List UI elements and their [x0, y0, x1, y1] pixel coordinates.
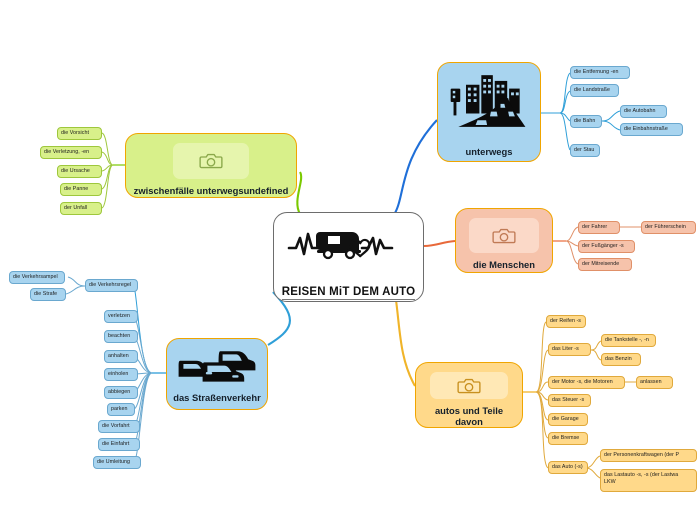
leaf-label: der Stau — [574, 147, 595, 154]
leaf-die-einbahnstrasse[interactable]: die Einbahnstraße — [620, 123, 683, 136]
leaf-label: die Autobahn — [624, 108, 656, 115]
leaf-die-vorfahrt[interactable]: die Vorfahrt — [98, 420, 140, 433]
leaf-label: der Personenkraftwagen (der P — [604, 452, 680, 459]
leaf-label: der Fußgänger -s — [582, 243, 624, 250]
leaf-die-tankstelle[interactable]: die Tankstelle -, -n — [601, 334, 656, 347]
leaf-label: verletzen — [108, 313, 130, 320]
city-road-icon — [443, 69, 535, 140]
leaf-das-liter[interactable]: das Liter -s — [548, 343, 591, 356]
leaf-der-unfall[interactable]: der Unfall — [60, 202, 102, 215]
leaf-label: das Benzin — [605, 356, 632, 363]
leaf-die-landstrasse[interactable]: die Landstraße — [570, 84, 619, 97]
leaf-die-ursache[interactable]: die Ursache — [57, 165, 102, 178]
leaf-label: abbiegen — [108, 389, 131, 396]
leaf-label: anlassen — [640, 379, 662, 386]
leaf-label: die Bahn — [574, 118, 596, 125]
camera-icon — [430, 372, 508, 400]
leaf-das-benzin[interactable]: das Benzin — [601, 353, 641, 366]
leaf-die-verkehrsregel[interactable]: die Verkehrsregel — [85, 279, 138, 292]
leaf-label: die Landstraße — [574, 87, 611, 94]
topic-node-autos[interactable]: autos und Teile davon — [415, 362, 523, 428]
traffic-cars-icon — [177, 344, 257, 389]
leaf-die-verletzung[interactable]: die Verletzung, -en — [40, 146, 102, 159]
leaf-abbiegen[interactable]: abbiegen — [104, 386, 138, 399]
leaf-parken[interactable]: parken — [107, 403, 135, 416]
camera-icon — [173, 143, 249, 179]
leaf-die-garage[interactable]: die Garage — [548, 413, 588, 426]
leaf-label: die Panne — [64, 186, 89, 193]
topic-label-menschen: die Menschen — [473, 259, 535, 270]
leaf-label: die Einbahnstraße — [624, 126, 668, 133]
leaf-label: die Bremse — [552, 435, 580, 442]
leaf-label: die Entfernung -en — [574, 69, 619, 76]
leaf-der-stau[interactable]: der Stau — [570, 144, 600, 157]
leaf-das-lastauto[interactable]: das Lastauto -s, -s (der Lastwa LKW — [600, 469, 697, 492]
topic-label-zwischenfaelle: zwischenfälle unterwegsundefined — [133, 185, 289, 196]
topic-node-zwischenfaelle[interactable]: zwischenfälle unterwegsundefined — [125, 133, 297, 198]
leaf-der-mitreisende[interactable]: der Mitreisende — [578, 258, 632, 271]
leaf-die-bremse[interactable]: die Bremse — [548, 432, 588, 445]
leaf-label: die Verkehrsampel — [13, 274, 58, 281]
leaf-anlassen[interactable]: anlassen — [636, 376, 673, 389]
topic-node-strassenverkehr[interactable]: das Straßenverkehr — [166, 338, 268, 410]
leaf-label: das Lastauto -s, -s (der Lastwa LKW — [604, 472, 679, 485]
leaf-die-verkehrsampel[interactable]: die Verkehrsampel — [9, 271, 65, 284]
leaf-label: der Motor -s, die Motoren — [552, 379, 613, 386]
leaf-die-autobahn[interactable]: die Autobahn — [620, 105, 667, 118]
leaf-label: anhalten — [108, 353, 129, 360]
leaf-die-vorsicht[interactable]: die Vorsicht — [57, 127, 102, 140]
leaf-label: das Steuer -s — [552, 397, 585, 404]
leaf-label: das Auto (-s) — [552, 464, 583, 471]
leaf-die-einfahrt[interactable]: die Einfahrt — [98, 438, 140, 451]
leaf-der-fuehrerschein[interactable]: der Führerschein — [641, 221, 696, 234]
leaf-die-entfernung[interactable]: die Entfernung -en — [570, 66, 630, 79]
camera-icon — [469, 218, 539, 253]
leaf-label: der Mitreisende — [582, 261, 620, 268]
leaf-der-personenkraftwagen[interactable]: der Personenkraftwagen (der P — [600, 449, 697, 462]
leaf-verletzen[interactable]: verletzen — [104, 310, 138, 323]
leaf-beachten[interactable]: beachten — [104, 330, 138, 343]
leaf-die-panne[interactable]: die Panne — [60, 183, 102, 196]
leaf-einholen[interactable]: einholen — [104, 368, 138, 381]
leaf-label: parken — [111, 406, 128, 413]
central-topic-label: REISEN MiT DEM AUTO — [281, 286, 416, 300]
topic-label-autos: autos und Teile davon — [434, 405, 504, 427]
leaf-label: die Umleitung — [97, 459, 131, 466]
leaf-label: der Unfall — [64, 205, 88, 212]
leaf-anhalten[interactable]: anhalten — [104, 350, 138, 363]
leaf-die-strafe[interactable]: die Strafe — [30, 288, 66, 301]
leaf-label: einholen — [108, 371, 129, 378]
leaf-der-fahrer[interactable]: der Fahrer — [578, 221, 620, 234]
leaf-label: die Verkehrsregel — [89, 282, 132, 289]
leaf-der-motor[interactable]: der Motor -s, die Motoren — [548, 376, 625, 389]
leaf-label: die Strafe — [34, 291, 58, 298]
leaf-label: beachten — [108, 333, 131, 340]
leaf-label: die Ursache — [61, 168, 90, 175]
central-topic-node[interactable]: REISEN MiT DEM AUTO — [273, 212, 424, 302]
leaf-die-bahn[interactable]: die Bahn — [570, 115, 602, 128]
leaf-label: das Liter -s — [552, 346, 579, 353]
leaf-der-reifen[interactable]: der Reifen -s — [546, 315, 586, 328]
topic-label-strassenverkehr: das Straßenverkehr — [173, 392, 261, 403]
leaf-label: der Fahrer — [582, 224, 608, 231]
caravan-heartbeat-icon — [284, 214, 414, 270]
leaf-das-steuer[interactable]: das Steuer -s — [548, 394, 591, 407]
topic-node-unterwegs[interactable]: unterwegs — [437, 62, 541, 162]
leaf-label: der Führerschein — [645, 224, 686, 231]
topic-label-unterwegs: unterwegs — [465, 146, 513, 157]
leaf-label: die Vorfahrt — [102, 423, 130, 430]
leaf-der-fussgaenger[interactable]: der Fußgänger -s — [578, 240, 635, 253]
leaf-label: die Verletzung, -en — [44, 149, 90, 156]
leaf-das-auto[interactable]: das Auto (-s) — [548, 461, 588, 474]
leaf-label: der Reifen -s — [550, 318, 581, 325]
leaf-die-umleitung[interactable]: die Umleitung — [93, 456, 141, 469]
topic-node-menschen[interactable]: die Menschen — [455, 208, 553, 273]
leaf-label: die Einfahrt — [102, 441, 130, 448]
leaf-label: die Tankstelle -, -n — [605, 337, 649, 344]
leaf-label: die Vorsicht — [61, 130, 89, 137]
leaf-label: die Garage — [552, 416, 579, 423]
